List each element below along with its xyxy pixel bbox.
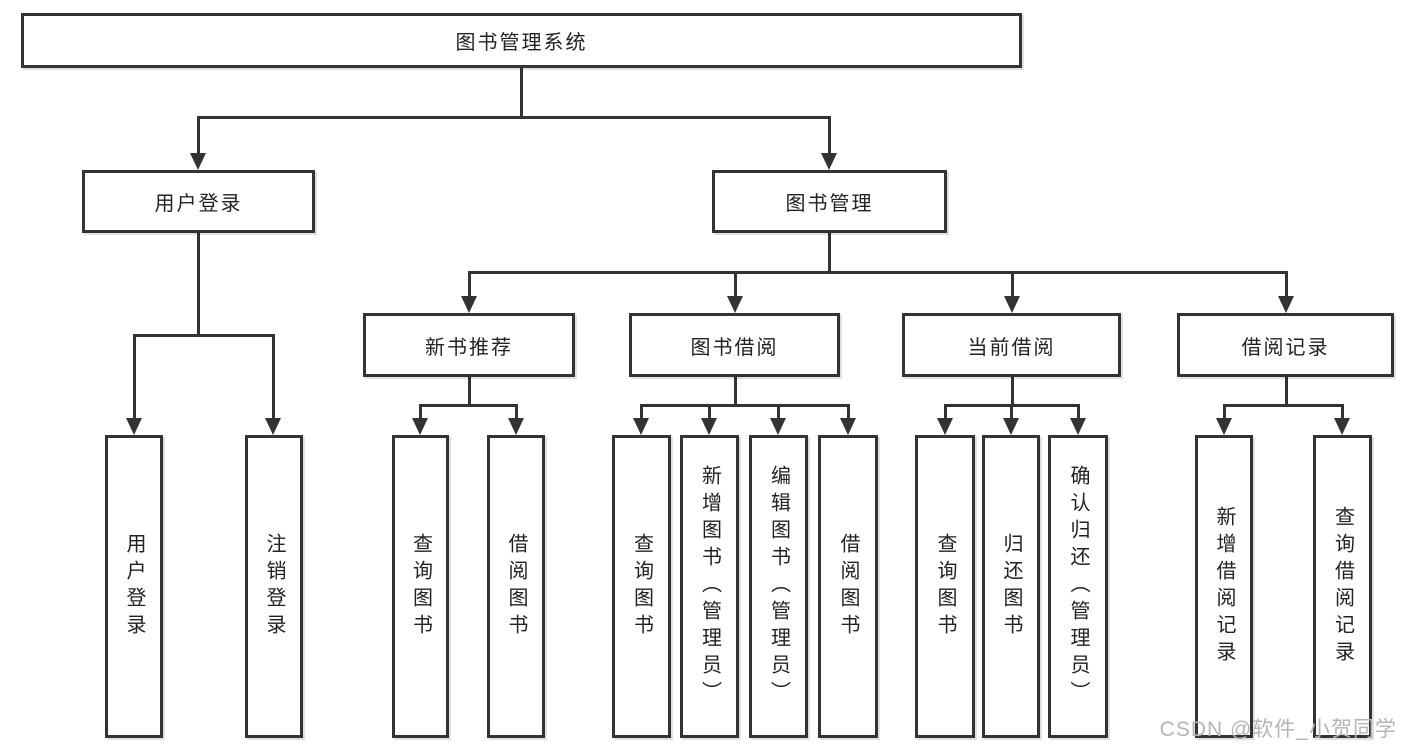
node-label: 用户登录 <box>123 532 145 641</box>
node-user-login: 用户登录 <box>82 170 315 233</box>
arrow-down-icon <box>633 418 649 435</box>
node-label: 注销登录 <box>263 532 285 641</box>
leaf-edit-book-admin: 编辑图书（管理员） <box>749 435 808 738</box>
node-borrow-records: 借阅记录 <box>1177 313 1394 377</box>
node-label: 图书管理 <box>785 193 874 215</box>
connector-level1-hline <box>197 116 831 119</box>
node-label: 编辑图书（管理员） <box>767 465 790 708</box>
node-label: 新增图书（管理员） <box>698 465 721 708</box>
connector-drop <box>1223 405 1226 419</box>
connector-current-borrow-stem <box>1011 377 1014 407</box>
leaf-query-books-borrow: 查询图书 <box>612 435 671 738</box>
connector-user-login-stem <box>197 233 200 336</box>
node-label: 确认归还（管理员） <box>1067 465 1089 708</box>
connector-new-book-hline <box>419 404 518 407</box>
node-label: 查询图书 <box>630 532 653 641</box>
node-label: 新增借阅记录 <box>1213 505 1235 668</box>
connector-user-login-hline <box>133 334 275 337</box>
arrow-down-icon <box>770 418 786 435</box>
connector-root-stem <box>520 68 523 118</box>
connector-drop <box>419 405 422 419</box>
csdn-watermark: CSDN @软件_小贺同学 <box>1159 718 1397 741</box>
arrow-down-icon <box>265 418 281 435</box>
leaf-borrow-books: 借阅图书 <box>818 435 878 738</box>
leaf-query-books-recommend: 查询图书 <box>392 435 449 738</box>
arrow-down-icon <box>508 418 524 435</box>
connector-drop <box>1011 272 1014 297</box>
connector-book-borrow-stem <box>734 377 737 407</box>
connector-level2-hline <box>468 271 1288 274</box>
node-label: 图书借阅 <box>690 336 779 359</box>
arrow-down-icon <box>126 418 142 435</box>
leaf-add-borrow-record: 新增借阅记录 <box>1195 435 1253 738</box>
leaf-query-borrow-record: 查询借阅记录 <box>1313 435 1372 738</box>
arrow-down-icon <box>1334 418 1350 435</box>
connector-records-stem <box>1285 377 1288 407</box>
node-label: 查询借阅记录 <box>1331 505 1354 668</box>
node-label: 用户登录 <box>154 193 243 215</box>
node-label: 查询图书 <box>409 532 432 641</box>
node-label: 借阅图书 <box>837 532 859 641</box>
connector-book-mgmt-drop <box>828 117 831 155</box>
node-label: 图书管理系统 <box>455 32 588 54</box>
connector-new-book-stem <box>468 377 471 407</box>
connector-drop <box>1285 272 1288 297</box>
node-book-borrow: 图书借阅 <box>629 313 840 377</box>
connector-book-mgmt-stem <box>828 233 831 273</box>
leaf-user-login: 用户登录 <box>105 435 163 738</box>
leaf-logout: 注销登录 <box>245 435 303 738</box>
connector-user-login-drop <box>197 117 200 155</box>
connector-drop <box>272 335 275 419</box>
connector-drop <box>1341 405 1344 419</box>
arrow-down-icon <box>1070 418 1086 435</box>
node-label: 借阅记录 <box>1241 336 1330 359</box>
leaf-query-books-current: 查询图书 <box>915 435 975 738</box>
node-label: 借阅图书 <box>505 532 527 641</box>
connector-drop <box>777 405 780 419</box>
node-root-system: 图书管理系统 <box>21 13 1022 68</box>
node-label: 归还图书 <box>1000 532 1022 641</box>
arrow-down-icon <box>461 296 477 313</box>
arrow-down-icon <box>412 418 428 435</box>
arrow-down-icon <box>727 296 743 313</box>
arrow-down-icon <box>937 418 953 435</box>
node-new-book-recommend: 新书推荐 <box>363 313 575 377</box>
leaf-borrow-books-recommend: 借阅图书 <box>487 435 545 738</box>
node-book-management: 图书管理 <box>712 170 947 233</box>
connector-book-borrow-hline <box>640 404 850 407</box>
arrow-down-icon <box>1216 418 1232 435</box>
arrow-down-icon <box>1278 296 1294 313</box>
node-label: 当前借阅 <box>967 336 1056 359</box>
arrow-down-icon <box>701 418 717 435</box>
connector-drop <box>133 335 136 419</box>
connector-drop <box>944 405 947 419</box>
node-current-borrow: 当前借阅 <box>902 313 1121 377</box>
connector-drop <box>1010 405 1013 419</box>
arrow-down-icon <box>821 153 837 170</box>
node-label: 新书推荐 <box>425 336 513 359</box>
connector-drop <box>847 405 850 419</box>
connector-records-hline <box>1223 404 1344 407</box>
arrow-down-icon <box>1004 296 1020 313</box>
node-label: 查询图书 <box>934 532 956 641</box>
arrow-down-icon <box>190 153 206 170</box>
connector-drop <box>640 405 643 419</box>
connector-drop <box>468 272 471 297</box>
arrow-down-icon <box>840 418 856 435</box>
connector-drop <box>1077 405 1080 419</box>
leaf-confirm-return-admin: 确认归还（管理员） <box>1048 435 1108 738</box>
leaf-add-book-admin: 新增图书（管理员） <box>680 435 739 738</box>
connector-drop <box>734 272 737 297</box>
connector-drop <box>515 405 518 419</box>
connector-drop <box>708 405 711 419</box>
leaf-return-book: 归还图书 <box>982 435 1040 738</box>
arrow-down-icon <box>1003 418 1019 435</box>
